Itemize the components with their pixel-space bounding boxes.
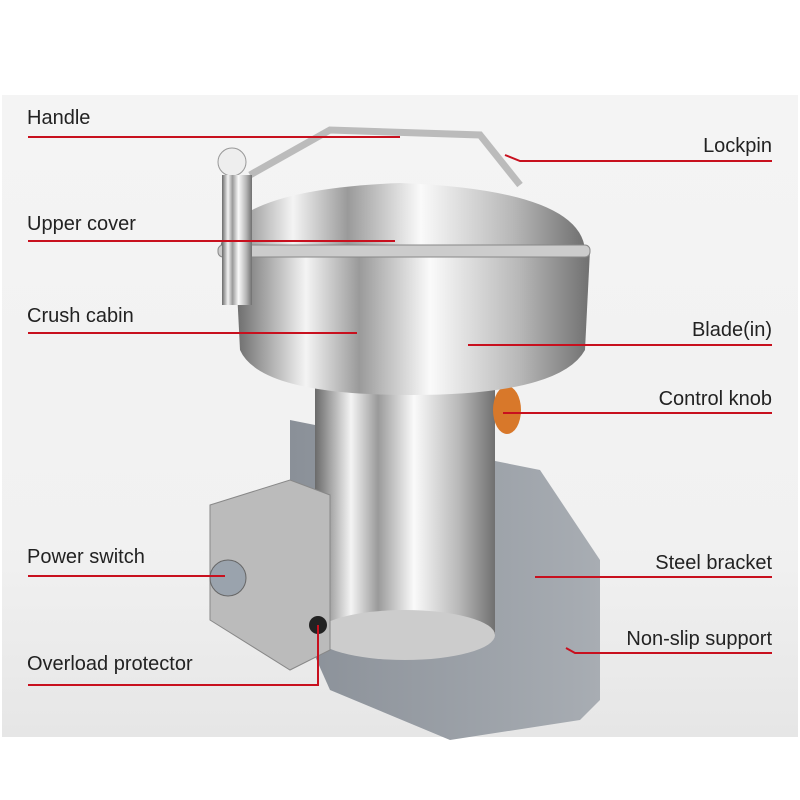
label-blade: Blade(in) (691, 319, 772, 341)
lockpin (217, 147, 247, 177)
label-steel-bracket: Steel bracket (655, 552, 772, 574)
label-handle: Handle (27, 107, 91, 129)
label-upper-cover: Upper cover (27, 213, 136, 235)
label-lockpin: Lockpin (703, 135, 772, 157)
upper-cover (220, 183, 585, 250)
label-power-switch: Power switch (27, 546, 145, 568)
switch-box (209, 479, 331, 671)
label-overload-protector: Overload protector (27, 653, 193, 675)
handle (248, 126, 523, 188)
label-crush-cabin: Crush cabin (27, 305, 134, 327)
motor-column (315, 380, 495, 635)
power-switch (209, 559, 247, 597)
crush-cabin (235, 250, 590, 395)
label-non-slip-support: Non-slip support (626, 628, 772, 650)
label-control-knob: Control knob (658, 388, 772, 410)
leader-lines (28, 136, 772, 686)
control-knob (493, 386, 521, 434)
